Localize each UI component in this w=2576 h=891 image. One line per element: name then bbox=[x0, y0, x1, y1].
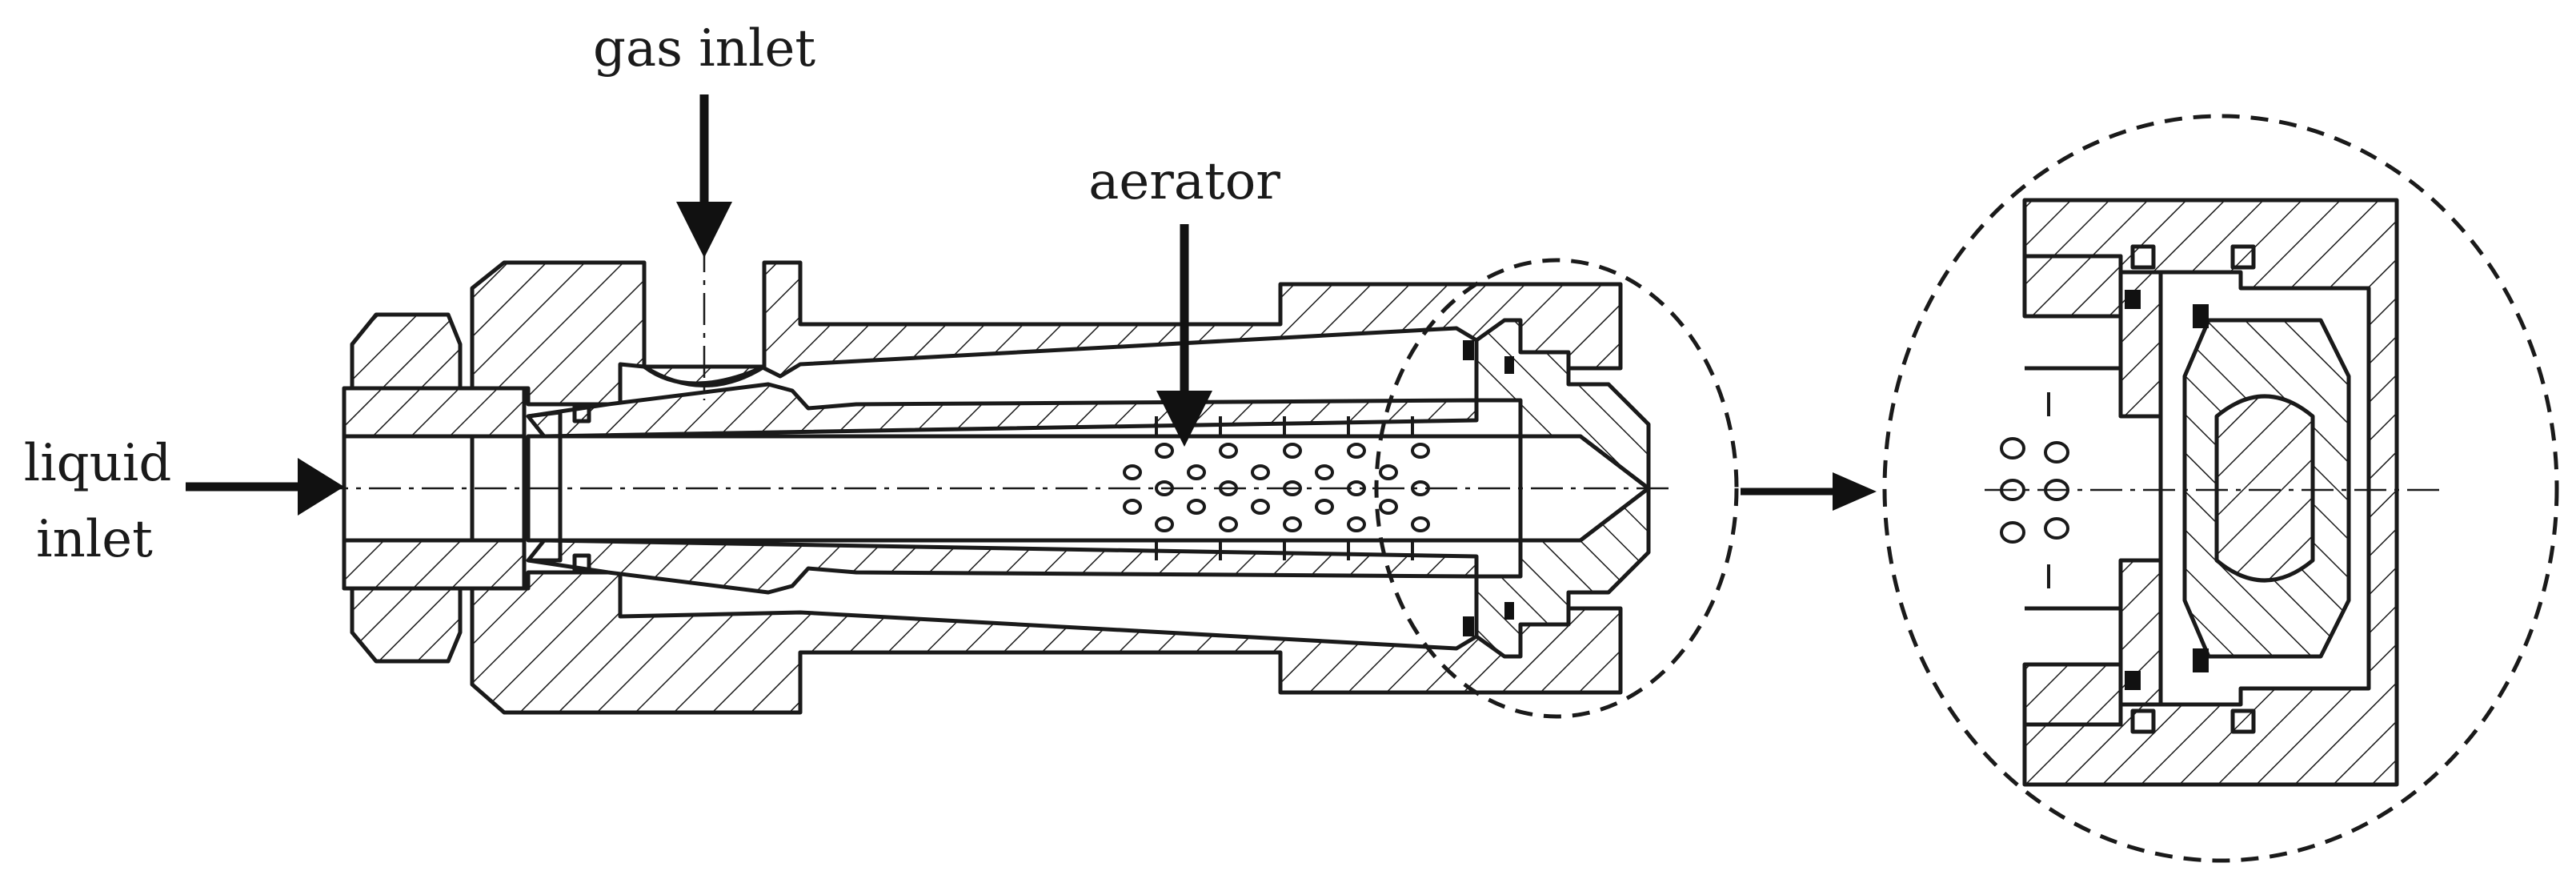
aerator-label: aerator bbox=[1088, 152, 1280, 211]
liquid-inlet-label-line2: inlet bbox=[36, 510, 153, 569]
liquid-inlet-label-line1: liquid bbox=[24, 434, 172, 493]
detail-circle-main bbox=[1374, 258, 1739, 719]
liquid-inlet-fitting bbox=[342, 386, 527, 591]
inner-sleeve-lower bbox=[526, 538, 1479, 595]
main-cross-section bbox=[316, 240, 1739, 719]
seal-upper bbox=[1463, 340, 1474, 360]
detail-arrow bbox=[1741, 472, 1877, 511]
gas-inlet-port bbox=[642, 263, 767, 387]
detail-view bbox=[1882, 114, 2559, 863]
body-lower-wall bbox=[470, 570, 1623, 715]
outlet-cap bbox=[1474, 318, 1651, 491]
detail-circle bbox=[1882, 114, 2559, 863]
seal-lower bbox=[1463, 616, 1474, 636]
inner-sleeve-upper bbox=[526, 382, 1479, 439]
aerator-arrow bbox=[1156, 224, 1212, 447]
aerator-slots bbox=[1155, 416, 1414, 560]
liquid-inlet-arrow bbox=[186, 458, 344, 516]
gas-inlet-label: gas inlet bbox=[593, 19, 815, 78]
outlet-cap-lower bbox=[1474, 486, 1651, 659]
gas-inlet-arrow bbox=[676, 94, 732, 258]
detail-seal bbox=[2125, 290, 2141, 309]
aerator-holes bbox=[1123, 443, 1430, 532]
